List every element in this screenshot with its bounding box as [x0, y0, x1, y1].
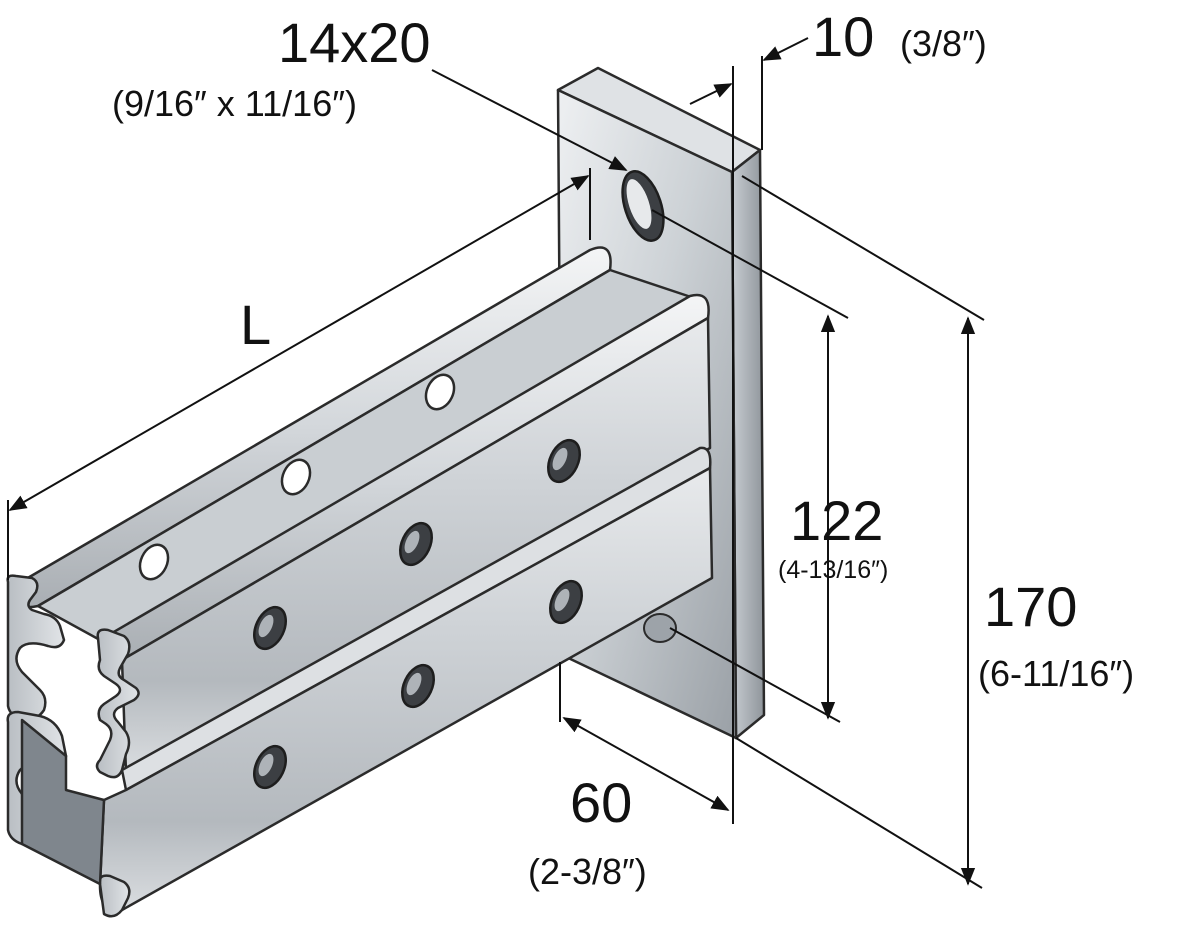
thickness-dimension-imperial: (3/8″) — [900, 23, 987, 64]
back-plate-side-edge — [730, 148, 766, 740]
lower-face-hole-1-shine — [258, 753, 274, 777]
depth-dimension-line — [562, 717, 730, 811]
channel-end-profile — [6, 574, 140, 918]
lower-channel — [98, 446, 714, 912]
outer-height-ext-bottom — [735, 737, 983, 889]
middle-face-hole-2-shine — [404, 530, 420, 554]
lower-face-hole-2-shine — [406, 672, 422, 696]
slot-hole-bottom — [643, 613, 677, 643]
dimension-labels: 14x20 (9/16″ x 11/16″) 10 (3/8″) L 122 (… — [112, 5, 1134, 892]
slot-dimension-value: 14x20 — [278, 11, 431, 74]
depth-dimension-value: 60 — [570, 771, 632, 834]
upper-web-hole-1 — [138, 543, 170, 581]
end-profile-middle — [95, 628, 140, 779]
outer-height-ext-top — [741, 175, 985, 321]
outer-height-dimension-imperial: (6-11/16″) — [978, 653, 1134, 694]
slot-leader-line — [431, 69, 628, 171]
dimension-lines — [7, 37, 985, 889]
depth-dimension-imperial: (2-3/8″) — [528, 851, 647, 892]
lower-face-hole-3-shine — [554, 588, 570, 612]
inner-height-dimension-imperial: (4-13/16″) — [778, 556, 888, 584]
slot-hole-top-highlight — [626, 179, 652, 229]
end-profile-bottom — [98, 874, 131, 918]
inner-height-ext-top — [651, 209, 849, 319]
thickness-arrow-left — [689, 83, 733, 105]
length-dimension-value: L — [240, 293, 271, 356]
channel-inner-floor — [20, 718, 106, 886]
slot-dimension-imperial: (9/16″ x 11/16″) — [112, 83, 357, 124]
middle-face-hole-1-shine — [258, 614, 274, 638]
thickness-arrow-right — [762, 37, 809, 61]
thickness-dimension-value: 10 — [812, 5, 874, 68]
outer-height-dimension-value: 170 — [984, 575, 1077, 638]
inner-height-ext-bottom — [669, 627, 841, 723]
length-dimension-line — [8, 175, 590, 511]
inner-height-dimension-value: 122 — [790, 489, 883, 552]
